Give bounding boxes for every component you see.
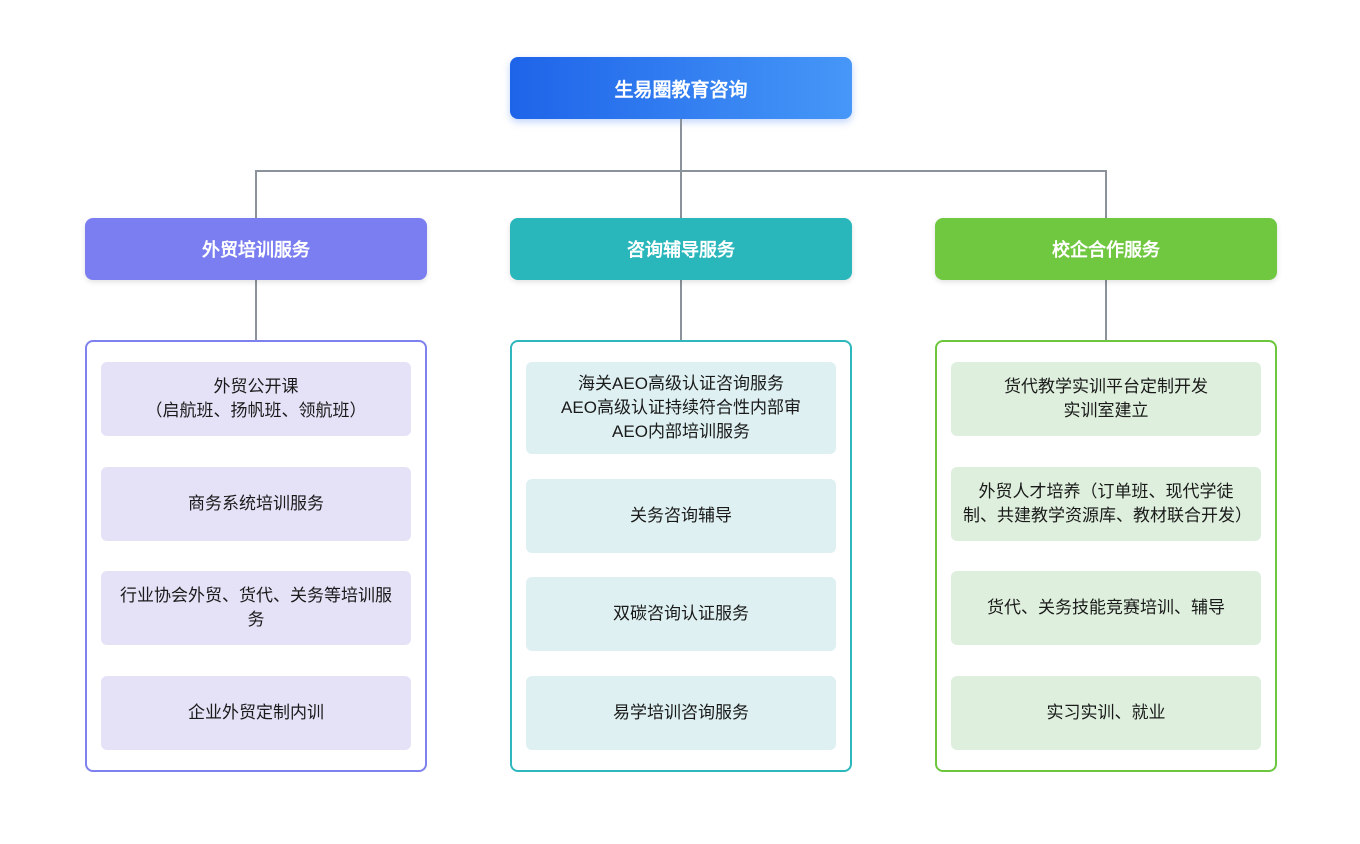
branch-group-school-enterprise: 货代教学实训平台定制开发 实训室建立 外贸人才培养（订单班、现代学徒制、共建教学… [935,340,1277,772]
diagram-item: 关务咨询辅导 [526,478,836,553]
branch-group-consulting: 海关AEO高级认证咨询服务 AEO高级认证持续符合性内部审 AEO内部培训服务 … [510,340,852,772]
branch-header-trade-training: 外贸培训服务 [85,218,427,280]
root-node: 生易圈教育咨询 [510,57,852,119]
connector-stem-middle [680,280,682,340]
branch-group-trade-training: 外贸公开课 （启航班、扬帆班、领航班） 商务系统培训服务 行业协会外贸、货代、关… [85,340,427,772]
connector-root-vertical [680,119,682,170]
diagram-item: 易学培训咨询服务 [526,675,836,750]
diagram-item: 实习实训、就业 [951,675,1261,750]
branch-header-consulting: 咨询辅导服务 [510,218,852,280]
connector-drop-middle [680,170,682,218]
diagram-item: 行业协会外贸、货代、关务等培训服务 [101,571,411,646]
branch-consulting: 咨询辅导服务 海关AEO高级认证咨询服务 AEO高级认证持续符合性内部审 AEO… [510,218,852,772]
connector-stem-left [255,280,257,340]
branch-header-label: 校企合作服务 [1052,240,1160,260]
branch-school-enterprise: 校企合作服务 货代教学实训平台定制开发 实训室建立 外贸人才培养（订单班、现代学… [935,218,1277,772]
branch-header-school-enterprise: 校企合作服务 [935,218,1277,280]
diagram-item: 货代、关务技能竞赛培训、辅导 [951,571,1261,646]
root-node-label: 生易圈教育咨询 [614,79,748,101]
branch-trade-training: 外贸培训服务 外贸公开课 （启航班、扬帆班、领航班） 商务系统培训服务 行业协会… [85,218,427,772]
branch-header-label: 外贸培训服务 [202,240,310,260]
diagram-item: 货代教学实训平台定制开发 实训室建立 [951,362,1261,436]
diagram-item: 双碳咨询认证服务 [526,577,836,652]
connector-stem-right [1105,280,1107,340]
connector-drop-left [255,170,257,218]
diagram-item: 海关AEO高级认证咨询服务 AEO高级认证持续符合性内部审 AEO内部培训服务 [526,362,836,454]
diagram-item: 外贸人才培养（订单班、现代学徒制、共建教学资源库、教材联合开发） [951,466,1261,541]
connector-drop-right [1105,170,1107,218]
diagram-item: 企业外贸定制内训 [101,675,411,750]
diagram-item: 外贸公开课 （启航班、扬帆班、领航班） [101,362,411,436]
diagram-item: 商务系统培训服务 [101,466,411,541]
branch-header-label: 咨询辅导服务 [627,240,735,260]
